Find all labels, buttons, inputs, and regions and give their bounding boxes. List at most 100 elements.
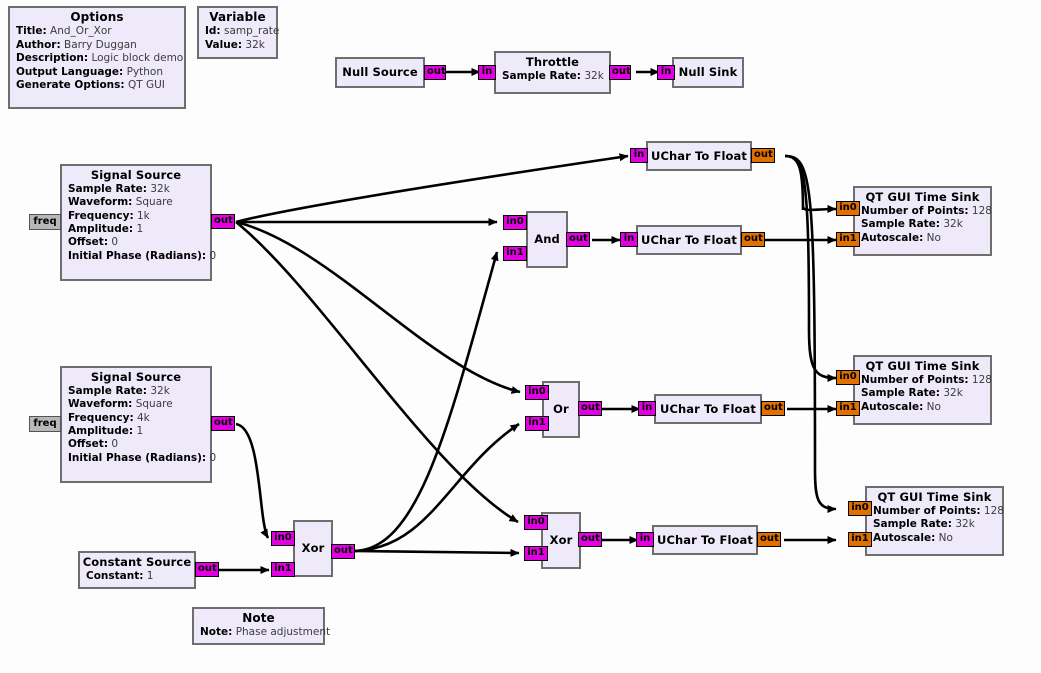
time-sink-or-param-points: Number of Points: 128 <box>861 373 992 386</box>
xor-main-in0-port[interactable]: in0 <box>524 515 548 530</box>
or-title: Or <box>553 402 569 417</box>
uchar-to-float-or-block[interactable]: UChar To Float <box>654 394 762 424</box>
xor-main-in1-port[interactable]: in1 <box>524 546 548 561</box>
time-sink-and-in1-port[interactable]: in1 <box>836 232 860 247</box>
signal-source-2-freq-message-port[interactable]: freq <box>29 416 61 432</box>
time-sink-and-in0-port[interactable]: in0 <box>836 201 860 216</box>
note-param-note: Note: Phase adjustment <box>200 626 331 639</box>
time-sink-or-in0-port[interactable]: in0 <box>836 370 860 385</box>
time-sink-or-in1-port[interactable]: in1 <box>836 401 860 416</box>
xor-phase-title: Xor <box>301 541 325 556</box>
throttle-param-sample-rate: Sample Rate: 32k <box>502 69 604 82</box>
and-title: And <box>534 232 560 247</box>
options-param-output-language: Output Language: Python <box>16 65 164 78</box>
options-title: Options <box>70 10 124 24</box>
signal-source-1-param-offset: Offset: 0 <box>68 236 119 249</box>
qt-gui-time-sink-and-block[interactable]: QT GUI Time Sink Number of Points: 128 S… <box>853 186 992 256</box>
null-source-out-port[interactable]: out <box>424 65 446 80</box>
null-sink-block[interactable]: Null Sink <box>672 57 744 88</box>
uchar-to-float-xor-block[interactable]: UChar To Float <box>652 525 758 555</box>
variable-param-id: Id: samp_rate <box>205 25 280 38</box>
signal-source-2-out-port[interactable]: out <box>211 416 235 431</box>
xor-phase-out-port[interactable]: out <box>331 544 355 559</box>
uchar-to-float-and-block[interactable]: UChar To Float <box>636 225 742 255</box>
and-in0-port[interactable]: in0 <box>503 215 527 230</box>
signal-source-1-freq-message-port[interactable]: freq <box>29 214 61 230</box>
xor-main-title: Xor <box>549 533 573 548</box>
constant-source-title: Constant Source <box>82 555 192 569</box>
uchar-to-float-or-out-port[interactable]: out <box>761 401 785 416</box>
note-title: Note <box>242 611 275 625</box>
constant-source-param-constant: Constant: 1 <box>86 569 154 582</box>
throttle-block[interactable]: Throttle Sample Rate: 32k <box>494 51 611 94</box>
or-in0-port[interactable]: in0 <box>525 385 549 400</box>
xor-main-out-port[interactable]: out <box>578 532 602 547</box>
signal-source-1-param-sample-rate: Sample Rate: 32k <box>68 182 170 195</box>
uchar-to-float-top-out-port[interactable]: out <box>751 148 775 163</box>
or-in1-port[interactable]: in1 <box>525 416 549 431</box>
uchar-to-float-and-in-port[interactable]: in <box>620 232 638 247</box>
qt-gui-time-sink-or-block[interactable]: QT GUI Time Sink Number of Points: 128 S… <box>853 355 992 425</box>
null-sink-title: Null Sink <box>678 65 738 80</box>
uchar-to-float-and-title: UChar To Float <box>641 232 737 247</box>
qt-gui-time-sink-xor-title: QT GUI Time Sink <box>877 490 992 504</box>
throttle-title: Throttle <box>525 55 580 69</box>
time-sink-and-param-sample-rate: Sample Rate: 32k <box>861 218 963 231</box>
signal-source-2-param-offset: Offset: 0 <box>68 438 119 451</box>
throttle-out-port[interactable]: out <box>609 65 631 80</box>
and-out-port[interactable]: out <box>566 232 590 247</box>
and-block[interactable]: And <box>526 211 568 268</box>
null-source-title: Null Source <box>342 65 418 80</box>
uchar-to-float-xor-title: UChar To Float <box>657 532 753 547</box>
and-in1-port[interactable]: in1 <box>503 246 527 261</box>
or-out-port[interactable]: out <box>578 401 602 416</box>
uchar-to-float-or-in-port[interactable]: in <box>638 401 656 416</box>
variable-param-value: Value: 32k <box>205 38 265 51</box>
options-param-title: Title: And_Or_Xor <box>16 25 112 38</box>
time-sink-xor-param-sample-rate: Sample Rate: 32k <box>873 518 975 531</box>
uchar-to-float-top-title: UChar To Float <box>651 148 747 163</box>
constant-source-block[interactable]: Constant Source Constant: 1 <box>78 551 196 589</box>
signal-source-2-param-waveform: Waveform: Square <box>68 398 173 411</box>
time-sink-or-param-sample-rate: Sample Rate: 32k <box>861 387 963 400</box>
time-sink-and-param-autoscale: Autoscale: No <box>861 231 941 244</box>
uchar-to-float-xor-in-port[interactable]: in <box>636 532 654 547</box>
signal-source-1-param-initial-phase: Initial Phase (Radians): 0 <box>68 249 217 262</box>
variable-block[interactable]: Variable Id: samp_rate Value: 32k <box>197 6 280 59</box>
options-param-description: Description: Logic block demo <box>16 52 184 65</box>
variable-title: Variable <box>209 10 266 24</box>
signal-source-2-title: Signal Source <box>90 370 182 384</box>
qt-gui-time-sink-xor-block[interactable]: QT GUI Time Sink Number of Points: 128 S… <box>865 486 1004 556</box>
time-sink-xor-in0-port[interactable]: in0 <box>848 501 872 516</box>
signal-source-2-param-amplitude: Amplitude: 1 <box>68 425 144 438</box>
signal-source-1-title: Signal Source <box>90 168 182 182</box>
throttle-in-port[interactable]: in <box>478 65 496 80</box>
signal-source-2-param-sample-rate: Sample Rate: 32k <box>68 384 170 397</box>
xor-phase-block[interactable]: Xor <box>293 520 333 577</box>
uchar-to-float-or-title: UChar To Float <box>660 401 756 416</box>
uchar-to-float-and-out-port[interactable]: out <box>741 232 765 247</box>
constant-source-out-port[interactable]: out <box>195 562 219 577</box>
signal-source-2-block[interactable]: Signal Source Sample Rate: 32k Waveform:… <box>60 366 217 483</box>
uchar-to-float-top-block[interactable]: UChar To Float <box>646 141 752 171</box>
time-sink-xor-param-autoscale: Autoscale: No <box>873 531 953 544</box>
time-sink-and-param-points: Number of Points: 128 <box>861 204 992 217</box>
uchar-to-float-xor-out-port[interactable]: out <box>757 532 781 547</box>
signal-source-1-block[interactable]: Signal Source Sample Rate: 32k Waveform:… <box>60 164 217 281</box>
signal-source-1-out-port[interactable]: out <box>211 214 235 229</box>
time-sink-xor-in1-port[interactable]: in1 <box>848 532 872 547</box>
null-sink-in-port[interactable]: in <box>657 65 675 80</box>
signal-source-1-param-frequency: Frequency: 1k <box>68 209 150 222</box>
xor-phase-in1-port[interactable]: in1 <box>271 562 295 577</box>
uchar-to-float-top-in-port[interactable]: in <box>630 148 648 163</box>
null-source-block[interactable]: Null Source <box>335 57 425 88</box>
xor-phase-in0-port[interactable]: in0 <box>271 531 295 546</box>
signal-source-2-param-frequency: Frequency: 4k <box>68 411 150 424</box>
signal-source-2-param-initial-phase: Initial Phase (Radians): 0 <box>68 451 217 464</box>
qt-gui-time-sink-or-title: QT GUI Time Sink <box>865 359 980 373</box>
note-block[interactable]: Note Note: Phase adjustment <box>192 607 331 645</box>
options-block[interactable]: Options Title: And_Or_Xor Author: Barry … <box>8 6 186 109</box>
options-param-generate-options: Generate Options: QT GUI <box>16 79 165 92</box>
time-sink-xor-param-points: Number of Points: 128 <box>873 504 1004 517</box>
